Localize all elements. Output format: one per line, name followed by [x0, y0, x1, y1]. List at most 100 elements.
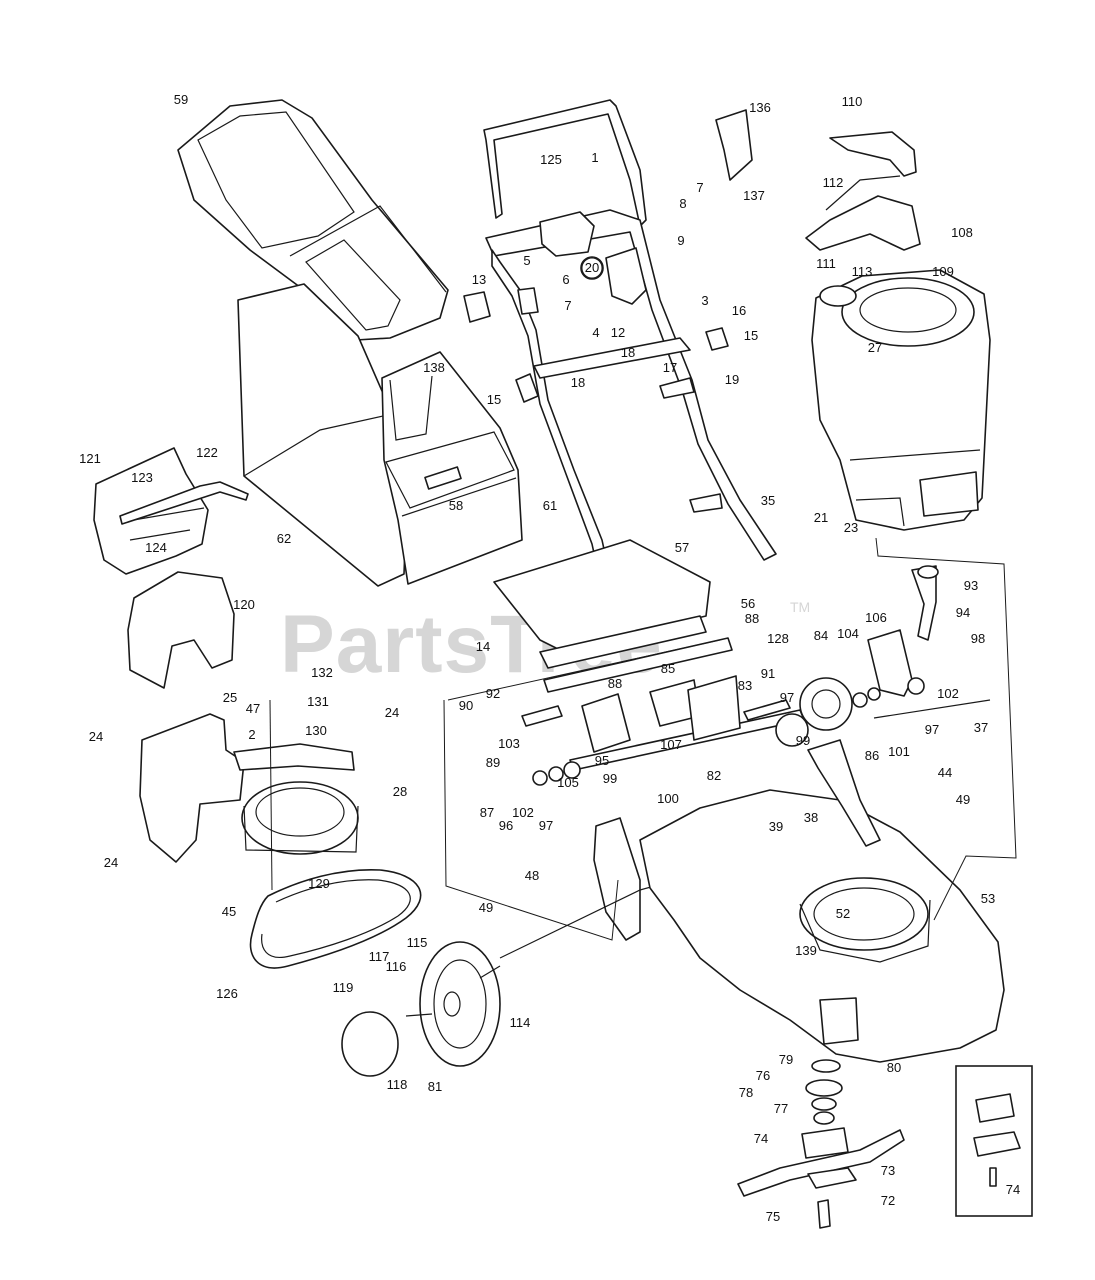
callout-88: 88	[745, 611, 759, 626]
callout-122: 122	[196, 445, 218, 460]
callout-83: 83	[738, 678, 752, 693]
callout-138: 138	[423, 360, 445, 375]
callout-126: 126	[216, 986, 238, 1001]
callout-13: 13	[472, 272, 486, 287]
callout-109: 109	[932, 264, 954, 279]
callout-38: 38	[804, 810, 818, 825]
callout-102: 102	[937, 686, 959, 701]
callout-124: 124	[145, 540, 167, 555]
bail-assembly	[805, 131, 921, 251]
callout-7: 7	[696, 180, 703, 195]
callout-128: 128	[767, 631, 789, 646]
engine	[811, 269, 991, 531]
callout-5: 5	[523, 253, 530, 268]
callout-129: 129	[308, 876, 330, 891]
callout-82: 82	[707, 768, 721, 783]
callout-24: 24	[385, 705, 399, 720]
assembly-leaders	[269, 537, 1017, 941]
grass-bag-cover	[177, 99, 449, 341]
callout-72: 72	[881, 1193, 895, 1208]
grass-bag-frame	[381, 351, 523, 585]
rear-axle	[521, 565, 991, 786]
callout-8: 8	[679, 196, 686, 211]
callout-18: 18	[571, 375, 585, 390]
callout-24: 24	[89, 729, 103, 744]
callout-15: 15	[744, 328, 758, 343]
callout-108: 108	[951, 225, 973, 240]
callout-57: 57	[675, 540, 689, 555]
callout-125: 125	[540, 152, 562, 167]
callout-39: 39	[769, 819, 783, 834]
callout-100: 100	[657, 791, 679, 806]
callout-23: 23	[844, 520, 858, 535]
rear-wheel	[341, 941, 501, 1077]
callout-117: 117	[369, 949, 390, 964]
callout-12: 12	[611, 325, 625, 340]
callout-87: 87	[480, 805, 494, 820]
callout-121: 121	[79, 451, 101, 466]
callout-98: 98	[971, 631, 985, 646]
callout-94: 94	[956, 605, 970, 620]
callout-123: 123	[131, 470, 153, 485]
callout-130: 130	[305, 723, 327, 738]
callout-99: 99	[603, 771, 617, 786]
callout-79: 79	[779, 1052, 793, 1067]
callout-44: 44	[938, 765, 952, 780]
callout-1: 1	[591, 150, 598, 165]
callout-73: 73	[881, 1163, 895, 1178]
callout-91: 91	[761, 666, 775, 681]
callout-9: 9	[677, 233, 684, 248]
callout-45: 45	[222, 904, 236, 919]
callout-86: 86	[865, 748, 879, 763]
callout-139: 139	[795, 943, 817, 958]
blade-assembly	[737, 1059, 905, 1229]
callout-103: 103	[498, 736, 520, 751]
callout-15: 15	[487, 392, 501, 407]
callout-136: 136	[749, 100, 771, 115]
callout-119: 119	[333, 980, 354, 995]
callout-58: 58	[449, 498, 463, 513]
drive-belt	[249, 868, 422, 969]
discharge-chute	[93, 447, 249, 575]
inset-detail	[955, 1065, 1033, 1217]
callout-102: 102	[512, 805, 534, 820]
callout-74: 74	[754, 1131, 768, 1146]
callout-28: 28	[393, 784, 407, 799]
callout-6: 6	[562, 272, 569, 287]
callout-4: 4	[592, 325, 599, 340]
callout-112: 112	[823, 175, 844, 190]
callout-49: 49	[479, 900, 493, 915]
callout-96: 96	[499, 818, 513, 833]
callout-106: 106	[865, 610, 887, 625]
callout-113: 113	[852, 264, 873, 279]
callout-74: 74	[1006, 1182, 1020, 1197]
callout-14: 14	[476, 639, 490, 654]
callout-84: 84	[814, 628, 828, 643]
callout-118: 118	[387, 1077, 408, 1092]
watermark-trademark: TM	[790, 599, 810, 615]
callout-110: 110	[842, 94, 863, 109]
callout-111: 111	[816, 256, 836, 271]
callout-104: 104	[837, 626, 859, 641]
callout-116: 116	[386, 959, 407, 974]
callout-16: 16	[732, 303, 746, 318]
callout-24: 24	[104, 855, 118, 870]
callout-48: 48	[525, 868, 539, 883]
handle-hardware	[463, 109, 753, 513]
callout-62: 62	[277, 531, 291, 546]
callout-56: 56	[741, 596, 755, 611]
callout-77: 77	[774, 1101, 788, 1116]
callout-17: 17	[663, 360, 677, 375]
callout-7: 7	[564, 298, 571, 313]
callout-81: 81	[428, 1079, 442, 1094]
callout-53: 53	[981, 891, 995, 906]
callout-35: 35	[761, 493, 775, 508]
callout-132: 132	[311, 665, 333, 680]
callout-101: 101	[888, 744, 910, 759]
callout-88: 88	[608, 676, 622, 691]
callout-92: 92	[486, 686, 500, 701]
callout-52: 52	[836, 906, 850, 921]
callout-115: 115	[407, 935, 428, 950]
